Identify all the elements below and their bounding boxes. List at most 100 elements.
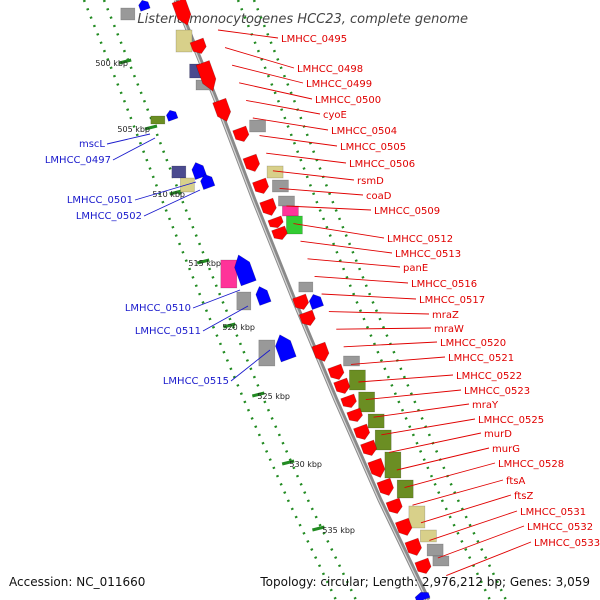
leader-line <box>437 525 525 559</box>
tick-label: 520 kbp <box>222 323 255 332</box>
leader-line <box>307 258 401 268</box>
leader-line <box>314 275 409 284</box>
cog-feature <box>236 291 252 311</box>
gene-label: LMHCC_0504 <box>331 126 397 137</box>
gene-label: ftsZ <box>514 491 533 502</box>
tick-label: 515 kbp <box>188 259 221 268</box>
cog-feature <box>175 29 193 53</box>
cog-feature <box>396 479 414 499</box>
gene-label: coaD <box>366 191 392 202</box>
forward-cds-arrow <box>298 309 316 326</box>
gene-label: LMHCC_0510 <box>125 303 191 314</box>
leader-line <box>239 82 313 100</box>
forward-cds-arrow <box>367 457 386 478</box>
gene-label: LMHCC_0512 <box>387 234 453 245</box>
leader-line <box>266 152 347 164</box>
gene-label: rsmD <box>357 176 384 187</box>
cog-feature <box>278 195 295 207</box>
label-leaders <box>106 29 532 577</box>
cog-feature <box>408 505 426 529</box>
reverse-cds-arrow <box>191 162 208 180</box>
reverse-cds-arrow <box>308 294 325 311</box>
gene-label: ftsA <box>506 476 525 487</box>
leader-line <box>396 447 490 471</box>
gene-label: LMHCC_0501 <box>67 195 133 206</box>
forward-cds-arrow <box>271 225 288 240</box>
gene-label: LMHCC_0525 <box>478 415 544 426</box>
gene-label: LMHCC_0528 <box>498 459 564 470</box>
gene-label: mscL <box>79 139 105 150</box>
gene-label: LMHCC_0506 <box>349 159 415 170</box>
tick-mark <box>281 459 295 466</box>
leader-line <box>231 64 304 84</box>
forward-cds-arrow <box>353 423 371 440</box>
gene-label: LMHCC_0533 <box>534 538 600 549</box>
guide-ring <box>82 0 338 600</box>
leader-line <box>246 99 321 115</box>
forward-cds-arrow <box>259 197 277 216</box>
leader-line <box>300 240 393 254</box>
leader-line <box>286 205 372 211</box>
cog-feature <box>420 529 437 543</box>
gene-label: LMHCC_0517 <box>419 295 485 306</box>
forward-cds-arrow <box>252 177 270 194</box>
tick-mark <box>144 124 158 131</box>
reverse-cds-arrow <box>138 0 151 12</box>
forward-cds-arrow <box>311 341 330 362</box>
leader-line <box>252 117 329 131</box>
forward-cds-arrow <box>346 407 363 422</box>
tick-mark <box>169 189 183 196</box>
gene-label: LMHCC_0523 <box>464 386 530 397</box>
gene-label: LMHCC_0498 <box>297 64 363 75</box>
cog-feature <box>432 555 450 567</box>
forward-cds-arrow <box>292 293 310 310</box>
forward-cds-arrow <box>242 153 261 172</box>
forward-cds-arrow <box>195 60 217 92</box>
tick-label: 535 kbp <box>322 526 355 535</box>
gene-labels: LMHCC_0495LMHCC_0498LMHCC_0499LMHCC_0500… <box>45 34 600 549</box>
cog-feature <box>358 391 375 413</box>
gene-label: LMHCC_0532 <box>527 522 593 533</box>
leader-line <box>388 432 482 453</box>
gene-features <box>120 0 450 600</box>
leader-line <box>112 137 156 161</box>
gene-label: LMHCC_0511 <box>135 326 201 337</box>
gene-label: LMHCC_0531 <box>520 507 586 518</box>
guide-ring <box>252 0 508 600</box>
leader-line <box>106 133 151 145</box>
forward-cds-arrow <box>232 125 250 142</box>
leader-line <box>192 289 241 309</box>
gene-label: LMHCC_0520 <box>440 338 506 349</box>
tick-label: 505 kbp <box>117 125 150 134</box>
reverse-cds-arrow <box>166 109 179 122</box>
leader-line <box>351 356 446 365</box>
leader-line <box>143 189 201 217</box>
forward-cds-arrow <box>212 97 232 122</box>
leader-line <box>217 29 279 39</box>
gene-label: mraY <box>472 400 499 411</box>
tick-label: 525 kbp <box>257 392 290 401</box>
leader-line <box>259 135 338 147</box>
tick-mark <box>196 258 210 265</box>
topology-text: Topology: circular; Length: 2,976,212 bp… <box>260 575 590 589</box>
gene-label: cyoE <box>323 110 347 121</box>
leader-line <box>381 418 476 436</box>
forward-cds-arrow <box>360 439 378 456</box>
leader-line <box>230 349 271 382</box>
cog-feature <box>367 413 385 429</box>
gene-label: LMHCC_0495 <box>281 34 347 45</box>
forward-cds-arrow <box>340 393 357 408</box>
forward-cds-arrow <box>414 557 432 574</box>
leader-line <box>293 223 385 239</box>
cog-feature <box>272 179 289 193</box>
guide-ring <box>102 0 358 600</box>
reverse-cds-arrow <box>200 174 216 191</box>
leader-line <box>412 479 504 506</box>
leader-line <box>224 47 295 69</box>
leader-line <box>404 462 496 489</box>
gene-label: LMHCC_0502 <box>76 211 142 222</box>
gene-label: mraZ <box>432 310 459 321</box>
cog-feature <box>150 115 166 125</box>
